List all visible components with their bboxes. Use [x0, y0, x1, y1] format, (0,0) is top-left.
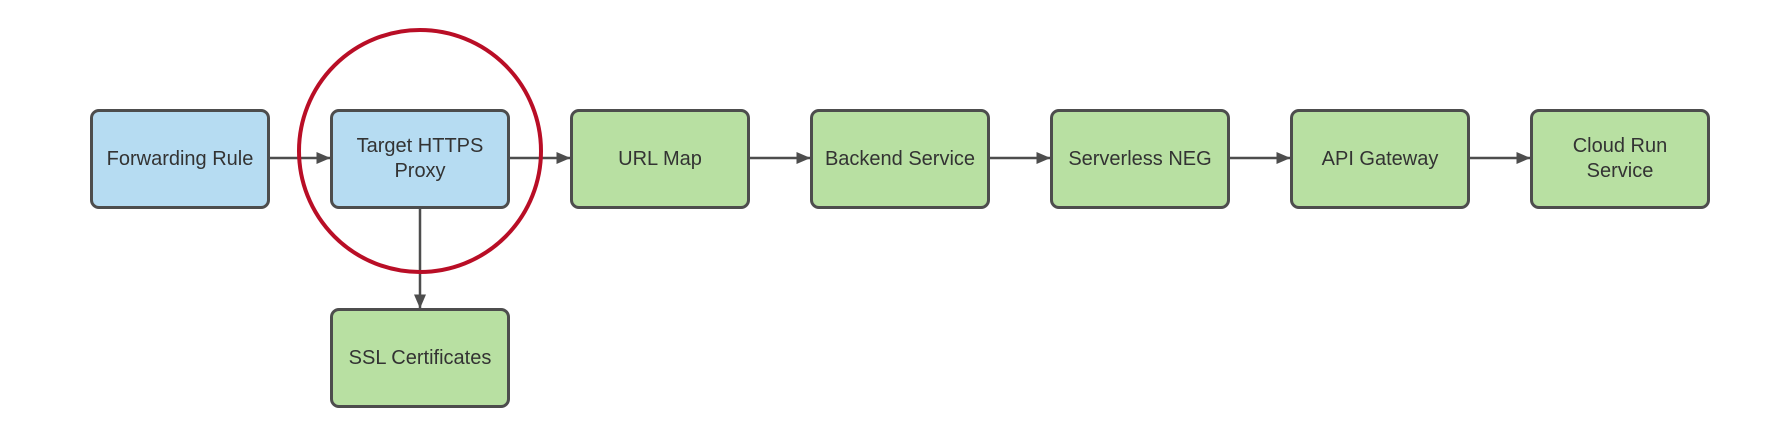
node-label: Forwarding Rule	[106, 147, 254, 170]
node-api-gateway: API Gateway	[1290, 109, 1470, 209]
node-serverless-neg: Serverless NEG	[1050, 109, 1230, 209]
node-label: Target HTTPS Proxy	[356, 135, 484, 182]
node-cloud-run-service: Cloud Run Service	[1530, 109, 1710, 209]
node-backend-service: Backend Service	[810, 109, 990, 209]
node-label: API Gateway	[1321, 147, 1439, 170]
node-label: URL Map	[618, 147, 702, 170]
node-label: Backend Service	[824, 147, 976, 170]
node-label: Cloud Run Service	[1572, 135, 1668, 182]
node-forwarding-rule: Forwarding Rule	[90, 109, 270, 209]
node-ssl-certificates: SSL Certificates	[330, 308, 510, 408]
node-url-map: URL Map	[570, 109, 750, 209]
node-label: Serverless NEG	[1068, 147, 1212, 170]
node-label: SSL Certificates	[348, 346, 492, 369]
node-target-https-proxy: Target HTTPS Proxy	[330, 109, 510, 209]
